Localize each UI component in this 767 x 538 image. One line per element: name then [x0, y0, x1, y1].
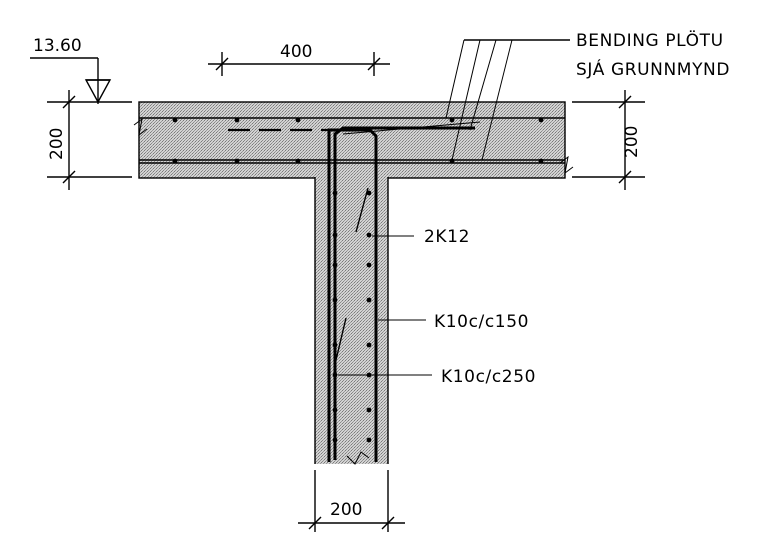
break-line-left: [133, 117, 148, 137]
dimension-slab-right-text: 200: [622, 126, 642, 158]
leader-k10-c250: K10c/c250: [338, 367, 536, 387]
leader-slab-bending: BENDING PLÖTU SJÁ GRUNNMYND: [445, 29, 730, 161]
label-2k12: 2K12: [424, 227, 470, 247]
wall-reinforcement: [327, 128, 378, 462]
dimension-wall: 200: [298, 470, 405, 532]
dimension-slab-left-text: 200: [47, 128, 67, 160]
level-value: 13.60: [33, 36, 82, 56]
level-marker: 13.60: [30, 36, 112, 104]
dimension-400: 400: [208, 42, 390, 76]
label-slab-bending-line1: BENDING PLÖTU: [576, 29, 724, 51]
slab-bar-dots: [172, 117, 544, 164]
break-line-bottom: [346, 451, 370, 465]
dimension-slab-left: 200: [47, 90, 132, 190]
leader-2k12: 2K12: [372, 227, 470, 247]
wall-bar-dots: [332, 190, 372, 443]
leader-k10-c150: K10c/c150: [378, 312, 529, 332]
concrete-section: [133, 101, 574, 465]
slab-concrete: [138, 101, 566, 179]
dimension-400-text: 400: [280, 42, 312, 62]
label-slab-bending-line2: SJÁ GRUNNMYND: [576, 58, 730, 80]
slab-reinforcement: [139, 117, 565, 460]
label-k10-c250: K10c/c250: [441, 367, 536, 387]
dimension-wall-text: 200: [330, 500, 362, 520]
label-k10-c150: K10c/c150: [434, 312, 529, 332]
dimension-slab-right: 200: [572, 90, 645, 190]
